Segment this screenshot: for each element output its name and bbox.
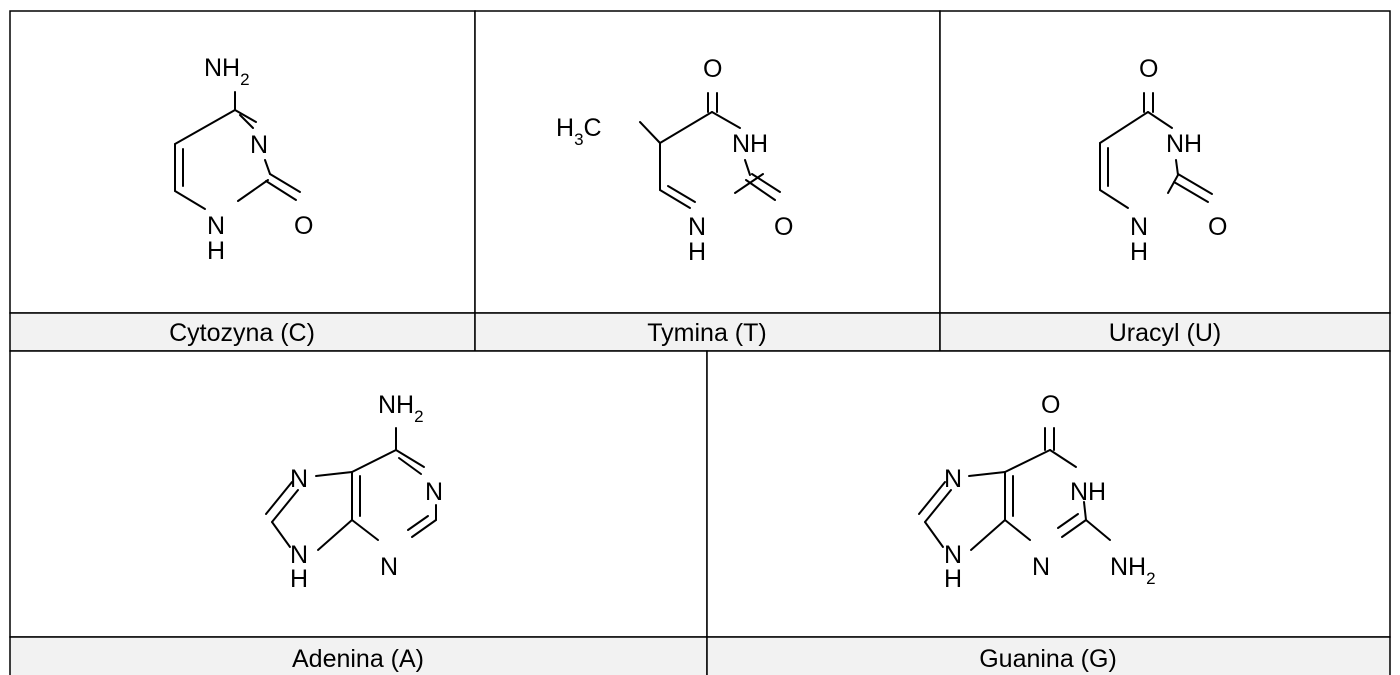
atom-n9-h: H <box>290 565 308 593</box>
structure-thymine: O H3C NH O N H <box>556 55 793 266</box>
atom-o4: O <box>703 55 722 83</box>
atom-o2: O <box>774 213 793 241</box>
atom-nh2: NH2 <box>204 54 250 89</box>
atom-n7: N <box>944 465 962 493</box>
cell-guanine-structure <box>706 350 1391 638</box>
atom-n1: N <box>1130 213 1148 241</box>
atom-n3h: NH <box>1166 130 1202 158</box>
molecule-labels: Cytozyna (C) Tymina (T) Uracyl (U) Adeni… <box>169 319 1221 673</box>
atom-n1-h: H <box>1130 238 1148 266</box>
structure-cytosine: NH2 N O N H <box>174 54 313 265</box>
cell-uracil-structure <box>939 10 1391 314</box>
atom-n3: N <box>380 553 398 581</box>
structure-guanine: O N NH N NH2 N H <box>918 391 1156 593</box>
atom-n9-h: H <box>944 565 962 593</box>
atom-n3: N <box>250 131 268 159</box>
atom-n9: N <box>290 541 308 569</box>
atom-methyl: H3C <box>556 114 602 149</box>
label-adenine: Adenina (A) <box>292 645 424 673</box>
atom-o6: O <box>1041 391 1060 419</box>
cell-adenine-structure <box>9 350 708 638</box>
atom-o2: O <box>294 212 313 240</box>
atom-n1h: NH <box>1070 478 1106 506</box>
cell-thymine-structure <box>474 10 941 314</box>
atom-o4: O <box>1139 55 1158 83</box>
label-guanine: Guanina (G) <box>979 645 1117 673</box>
atom-n1-h: H <box>688 238 706 266</box>
atom-o2: O <box>1208 213 1227 241</box>
label-uracil: Uracyl (U) <box>1109 319 1222 347</box>
label-thymine: Tymina (T) <box>647 319 766 347</box>
atom-n1: N <box>207 212 225 240</box>
atom-n1-h: H <box>207 237 225 265</box>
cell-guanine-label <box>706 636 1391 675</box>
structure-uracil: O NH O N H <box>1099 55 1227 266</box>
structure-adenine: NH2 N N N N H <box>265 391 443 593</box>
cell-adenine-label <box>9 636 708 675</box>
label-cytosine: Cytozyna (C) <box>169 319 315 347</box>
atom-nh2: NH2 <box>1110 553 1156 588</box>
atom-n3: N <box>1032 553 1050 581</box>
atom-n1: N <box>425 478 443 506</box>
atom-nh2: NH2 <box>378 391 424 426</box>
atom-n1: N <box>688 213 706 241</box>
cell-cytosine-structure <box>9 10 476 314</box>
table-grid <box>9 10 1391 675</box>
atom-n3h: NH <box>732 130 768 158</box>
atom-n7: N <box>290 465 308 493</box>
cell-uracil-label <box>939 312 1391 352</box>
atom-n9: N <box>944 541 962 569</box>
